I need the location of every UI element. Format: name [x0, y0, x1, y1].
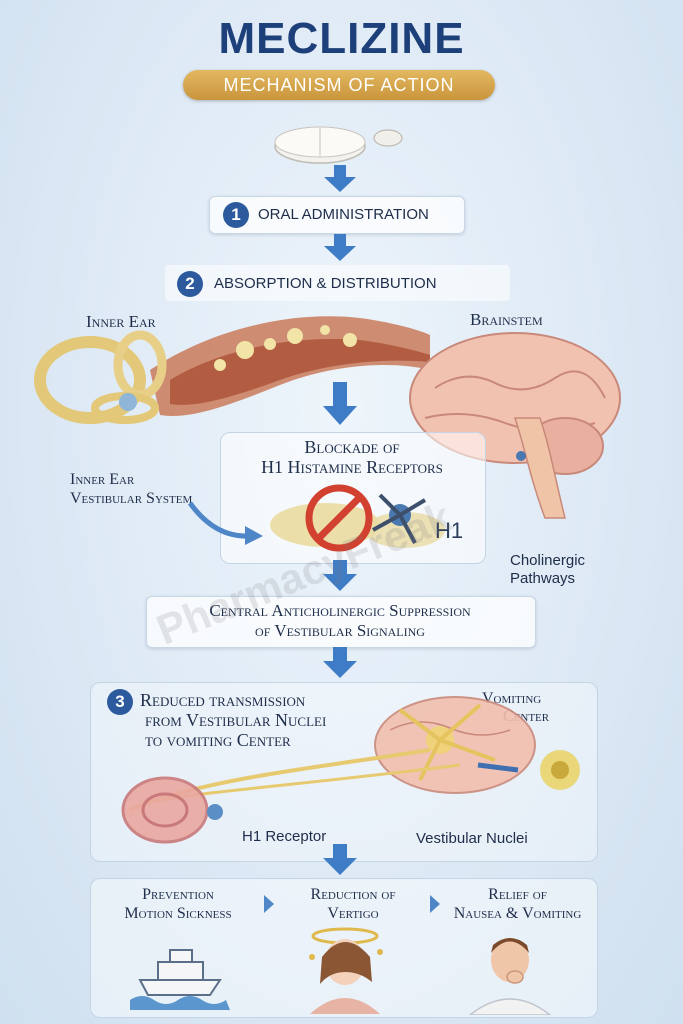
h1-label: H1 [435, 518, 464, 543]
central-suppression-line1: Central Anticholinergic Suppression [209, 601, 471, 620]
page-title: MECLIZINE [218, 14, 465, 63]
h1-receptor-label: H1 Receptor [242, 828, 327, 845]
central-suppression-line2: of Vestibular Signaling [255, 621, 425, 640]
brainstem-label: Brainstem [470, 310, 543, 329]
vomiting-center-line1: Vomiting [482, 690, 542, 707]
curved-arrow-icon [187, 501, 263, 545]
cholinergic-label-line2: Pathways [510, 570, 576, 587]
cholinergic-label-line1: Cholinergic [510, 552, 586, 569]
inner-ear-label: Inner Ear [86, 312, 156, 331]
woman-relief-icon [309, 927, 383, 1014]
step-number-badge: 3 [107, 689, 133, 715]
step-absorption: 2 ABSORPTION & DISTRIBUTION [165, 265, 510, 301]
outcome-motion-sickness: Prevention Motion Sickness [98, 885, 258, 923]
man-nausea-icon [468, 938, 552, 1015]
outcome-vertigo: Reduction of Vertigo [278, 885, 428, 923]
flow-arrow-icon [324, 234, 356, 261]
outcome-line2: Vertigo [327, 905, 379, 922]
inner-ear-illustration [34, 316, 430, 424]
flow-arrow-icon [323, 844, 357, 875]
blockade-title-line2: H1 Histamine Receptors [261, 457, 443, 477]
step-label: ORAL ADMINISTRATION [258, 206, 429, 223]
neural-pathway-illustration [121, 696, 580, 844]
chevron-right-icon [430, 895, 440, 913]
vestibular-system-label-line1: Inner Ear [70, 471, 135, 488]
receptor-illustration [270, 493, 445, 548]
pill-icon [274, 126, 403, 164]
outcome-line2: Nausea & Vomiting [453, 905, 582, 922]
central-suppression-box [146, 596, 536, 648]
outcome-line2: Motion Sickness [124, 905, 232, 922]
step-number-badge: 1 [223, 202, 249, 228]
outcome-line1: Reduction of [310, 886, 396, 903]
step3-line1: Reduced transmission [140, 690, 306, 710]
outcome-line1: Prevention [142, 886, 214, 903]
flow-arrow-icon [323, 647, 357, 678]
step-oral-administration: 1 ORAL ADMINISTRATION [209, 196, 465, 234]
chevron-right-icon [264, 895, 274, 913]
step3-line3: to vomiting Center [145, 730, 291, 750]
ship-icon [130, 949, 230, 1010]
flow-arrow-icon [323, 382, 357, 425]
flow-arrow-icon [323, 560, 357, 591]
vestibular-nuclei-label: Vestibular Nuclei [416, 830, 528, 847]
step3-line2: from Vestibular Nuclei [145, 710, 327, 730]
step-label: ABSORPTION & DISTRIBUTION [214, 275, 437, 292]
prohibition-icon [305, 484, 373, 552]
blockade-title-line1: Blockade of [304, 437, 400, 457]
step-number-badge: 2 [177, 271, 203, 297]
outcome-nausea: Relief of Nausea & Vomiting [440, 885, 595, 923]
brain-illustration [409, 332, 621, 519]
subtitle-banner: MECHANISM OF ACTION [183, 70, 495, 100]
flow-arrow-icon [324, 165, 356, 192]
outcome-line1: Relief of [488, 886, 547, 903]
vestibular-system-label-line2: Vestibular System [70, 490, 193, 507]
